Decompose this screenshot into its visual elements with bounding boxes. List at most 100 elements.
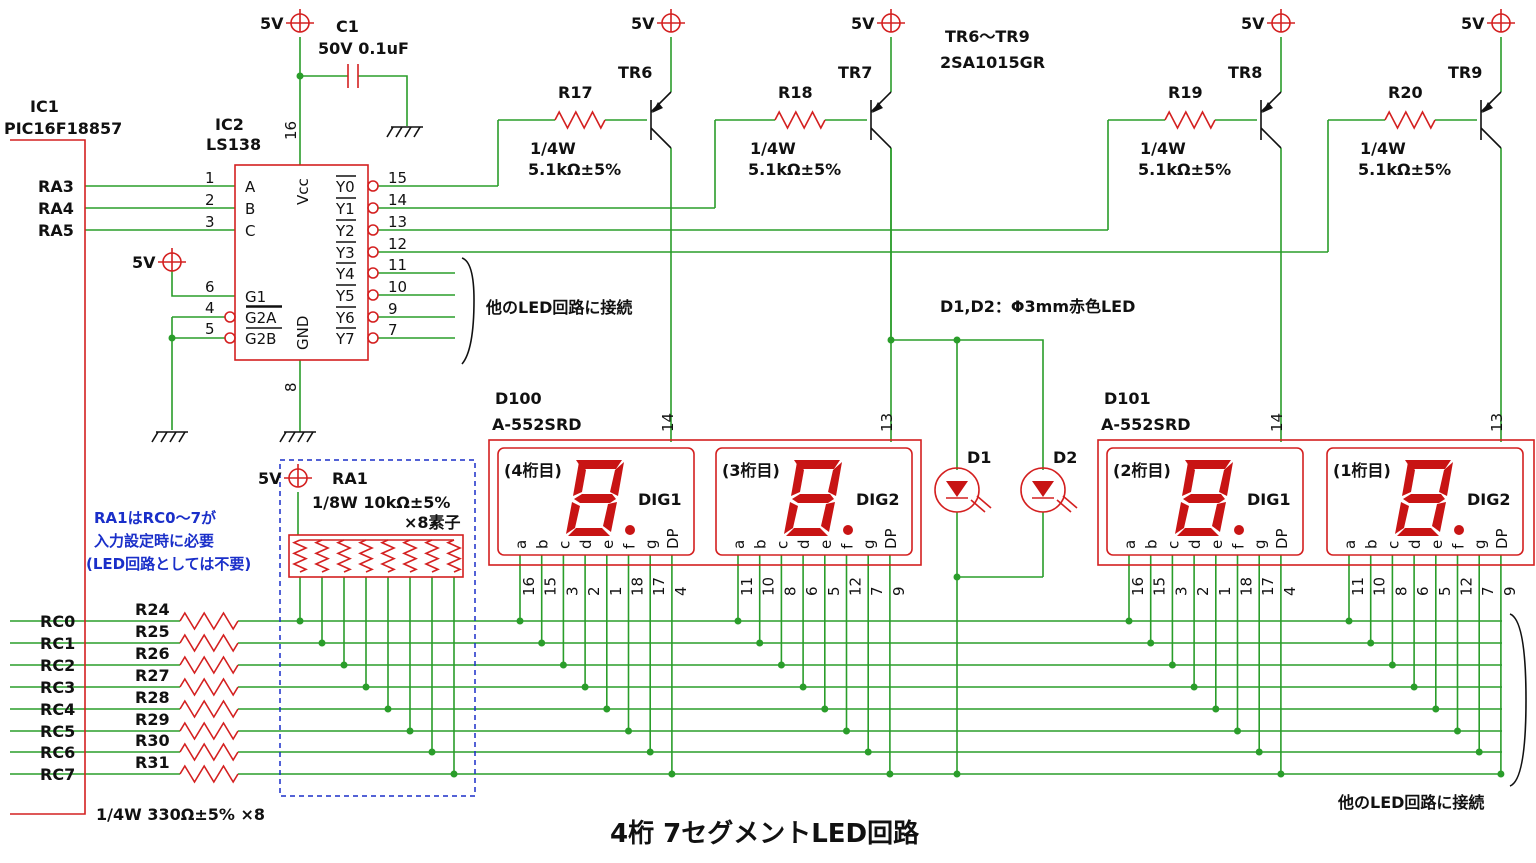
segment-pin-num: 9 xyxy=(890,586,908,596)
segment xyxy=(1219,462,1233,496)
ic2-out-num: 7 xyxy=(388,321,398,339)
mcu-pin-rc5: RC5 xyxy=(40,722,75,741)
segment-letter: e xyxy=(599,540,617,549)
segment-pin-num: 8 xyxy=(781,586,799,596)
junction-dot xyxy=(1497,770,1505,778)
junction-dot xyxy=(953,770,961,778)
transistor-ref: TR8 xyxy=(1228,63,1262,82)
mcu-pin-rc4: RC4 xyxy=(40,700,75,719)
transistor-ref: TR7 xyxy=(838,63,872,82)
digit-dig-label: DIG1 xyxy=(1247,490,1291,509)
ground-symbol xyxy=(279,431,287,443)
segment xyxy=(576,460,622,469)
transistor-emitter xyxy=(870,91,892,113)
resistor xyxy=(179,699,239,719)
note-other-led: 他のLED回路に接続 xyxy=(485,298,632,317)
resistor xyxy=(179,633,239,653)
led-note: D1,D2：Φ3mm赤色LED xyxy=(940,297,1135,316)
segment-letter: e xyxy=(817,540,835,549)
c1-value: 50V 0.1uF xyxy=(318,39,409,58)
junction-dot xyxy=(1125,617,1133,625)
segment xyxy=(792,494,834,503)
resistor-ref: R17 xyxy=(558,83,593,102)
segment xyxy=(1397,528,1439,536)
segment xyxy=(791,462,804,496)
junction-dot xyxy=(168,334,176,342)
junction-dot xyxy=(821,705,829,713)
segment-letter: f xyxy=(839,543,857,549)
mcu-pin-rc7: RC7 xyxy=(40,765,75,784)
ra1-note-line: RA1はRC0〜7が xyxy=(94,509,217,527)
mcu-pin-ra5: RA5 xyxy=(38,221,74,240)
segment xyxy=(1432,502,1446,532)
digit-box xyxy=(497,447,695,556)
led-triangle xyxy=(1032,481,1054,497)
segment-pin-num: 16 xyxy=(520,577,538,596)
ic2-out-name: Y2 xyxy=(335,222,355,240)
inversion-bubble xyxy=(367,224,379,236)
digit-dig-label: DIG1 xyxy=(638,490,682,509)
ic2-pin-name: G2B xyxy=(245,330,276,348)
mcu-pin-ra3: RA3 xyxy=(38,177,74,196)
mcu-pin-rc1: RC1 xyxy=(40,634,75,653)
resistor-watt: 1/4W xyxy=(1360,139,1406,158)
junction-dot xyxy=(318,639,326,647)
segment xyxy=(1177,528,1219,536)
segment-letter: f xyxy=(1230,543,1248,549)
segment-pin-num: 7 xyxy=(1479,586,1497,596)
segment-pin-num: 15 xyxy=(542,577,560,596)
ic2-pin-num: 2 xyxy=(205,191,215,209)
junction-dot xyxy=(538,639,546,647)
segment-letter: f xyxy=(621,543,639,549)
series-resistor-ref: R31 xyxy=(135,753,170,772)
series-resistor-ref: R29 xyxy=(135,710,170,729)
display-common-pin: 14 xyxy=(1268,413,1286,432)
resistor-ref: R19 xyxy=(1168,83,1203,102)
note-other-led-2: 他のLED回路に接続 xyxy=(1337,793,1484,812)
wire-c1-gnd xyxy=(358,75,408,126)
display-outline xyxy=(1097,439,1535,566)
led-ray xyxy=(976,495,992,509)
segment-pin-num: 9 xyxy=(1501,586,1519,596)
resistor xyxy=(358,539,374,573)
segment-letter: c xyxy=(773,541,791,549)
ra1-ref: RA1 xyxy=(332,469,368,488)
ra1-note-line: 入力設定時に必要 xyxy=(94,532,214,550)
junction-dot xyxy=(1147,639,1155,647)
led-ray xyxy=(1062,495,1078,509)
inversion-bubble xyxy=(367,332,379,344)
junction-dot xyxy=(1432,705,1440,713)
digit-dig-label: DIG2 xyxy=(856,490,900,509)
series-resistor-ref: R26 xyxy=(135,644,170,663)
ic1-outline xyxy=(10,139,86,815)
junction-dot xyxy=(1277,770,1285,778)
resistor-value: 5.1kΩ±5% xyxy=(1358,160,1451,179)
segment-letter: c xyxy=(1164,541,1182,549)
segment-pin-num: 6 xyxy=(1414,586,1432,596)
junction-dot xyxy=(1168,661,1176,669)
mcu-pin-rc6: RC6 xyxy=(40,743,75,762)
inversion-bubble xyxy=(367,202,379,214)
resistor-ref: R18 xyxy=(778,83,813,102)
segment xyxy=(603,502,617,532)
led-ray xyxy=(970,499,986,513)
digit-name: (1桁目) xyxy=(1333,461,1391,480)
brace xyxy=(1509,613,1527,787)
ic2-vcc-label: Vcc xyxy=(294,178,312,205)
segment-pin-num: 17 xyxy=(1259,577,1277,596)
segment-letter: DP xyxy=(882,528,900,549)
resistor xyxy=(179,764,239,784)
segment xyxy=(1185,460,1231,469)
wire-led xyxy=(891,339,1044,470)
power-label: 5V xyxy=(132,253,156,272)
seven-segment xyxy=(1395,460,1464,536)
ra1-body xyxy=(288,534,464,578)
segment-pin-num: 4 xyxy=(1281,586,1299,596)
power-label: 5V xyxy=(260,14,284,33)
segment-letter: d xyxy=(577,539,595,549)
segment-letter: DP xyxy=(1493,528,1511,549)
segment-letter: b xyxy=(1363,539,1381,549)
junction-dot xyxy=(625,727,632,735)
segment-letter: d xyxy=(1406,539,1424,549)
